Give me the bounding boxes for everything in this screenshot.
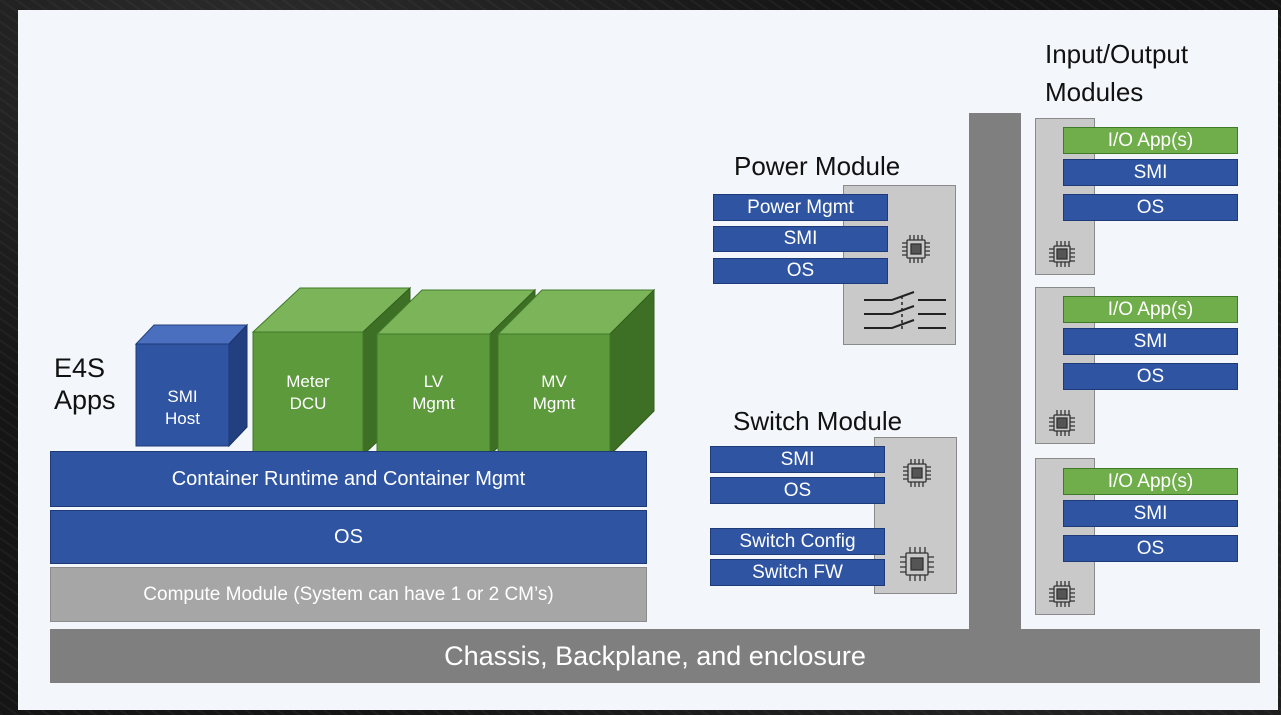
smi-host-line2: Host	[165, 409, 200, 428]
smi-host-label: SMI Host	[136, 386, 229, 430]
os-layer: OS	[50, 510, 647, 564]
backplane-vertical	[969, 113, 1021, 633]
chip-icon	[1049, 241, 1075, 267]
chip-icon	[1049, 410, 1075, 436]
chip-icon	[1049, 581, 1075, 607]
container-runtime-layer: Container Runtime and Container Mgmt	[50, 451, 647, 507]
io-app-layer: I/O App(s)	[1063, 468, 1238, 495]
io-smi-layer: SMI	[1063, 328, 1238, 355]
io-app-layer: I/O App(s)	[1063, 296, 1238, 323]
switch-os-layer: OS	[710, 477, 885, 504]
io-title-line1: Input/Output	[1045, 39, 1189, 69]
mv-mgmt-label: MV Mgmt	[498, 371, 610, 415]
chassis-bar: Chassis, Backplane, and enclosure	[50, 629, 1260, 683]
lv-mgmt-line2: Mgmt	[412, 394, 455, 413]
chip-icon	[902, 235, 930, 263]
meter-dcu-line2: DCU	[289, 394, 327, 413]
diagram-panel: E4S Apps SMI Host	[18, 10, 1278, 710]
app-cubes	[134, 286, 656, 457]
e4s-label-line1: E4S	[54, 353, 106, 383]
switch-icon	[864, 291, 946, 330]
io-app-layer: I/O App(s)	[1063, 127, 1238, 154]
switch-module-card	[874, 437, 957, 594]
io-os-layer: OS	[1063, 363, 1238, 390]
io-smi-layer: SMI	[1063, 159, 1238, 186]
switch-fw-layer: Switch FW	[710, 559, 885, 586]
chip-icon	[903, 459, 931, 487]
smi-host-cube	[134, 323, 249, 448]
power-smi-layer: SMI	[713, 226, 888, 252]
lv-mgmt-label: LV Mgmt	[377, 371, 490, 415]
e4s-label-line2: Apps	[54, 385, 116, 415]
switch-config-layer: Switch Config	[710, 528, 885, 555]
switch-module-title: Switch Module	[733, 406, 903, 436]
meter-dcu-label: Meter DCU	[253, 371, 363, 415]
io-smi-layer: SMI	[1063, 500, 1238, 527]
chip-icon	[900, 547, 934, 581]
mv-mgmt-line2: Mgmt	[532, 394, 576, 413]
mv-mgmt-cube	[496, 288, 656, 457]
switch-smi-layer: SMI	[710, 446, 885, 473]
smi-host-line1: SMI	[167, 387, 198, 406]
io-os-layer: OS	[1063, 535, 1238, 562]
power-os-layer: OS	[713, 258, 888, 284]
io-os-layer: OS	[1063, 194, 1238, 221]
io-title-line2: Modules	[1045, 77, 1144, 107]
io-modules-title: Input/Output Modules	[1045, 35, 1188, 111]
compute-module-layer: Compute Module (System can have 1 or 2 C…	[50, 567, 647, 622]
power-module-title: Power Module	[734, 151, 901, 181]
lv-mgmt-line1: LV	[423, 372, 444, 391]
mv-mgmt-line1: MV	[541, 372, 567, 391]
meter-dcu-line1: Meter	[286, 372, 330, 391]
e4s-label: E4S Apps	[54, 352, 116, 416]
power-mgmt-layer: Power Mgmt	[713, 194, 888, 221]
